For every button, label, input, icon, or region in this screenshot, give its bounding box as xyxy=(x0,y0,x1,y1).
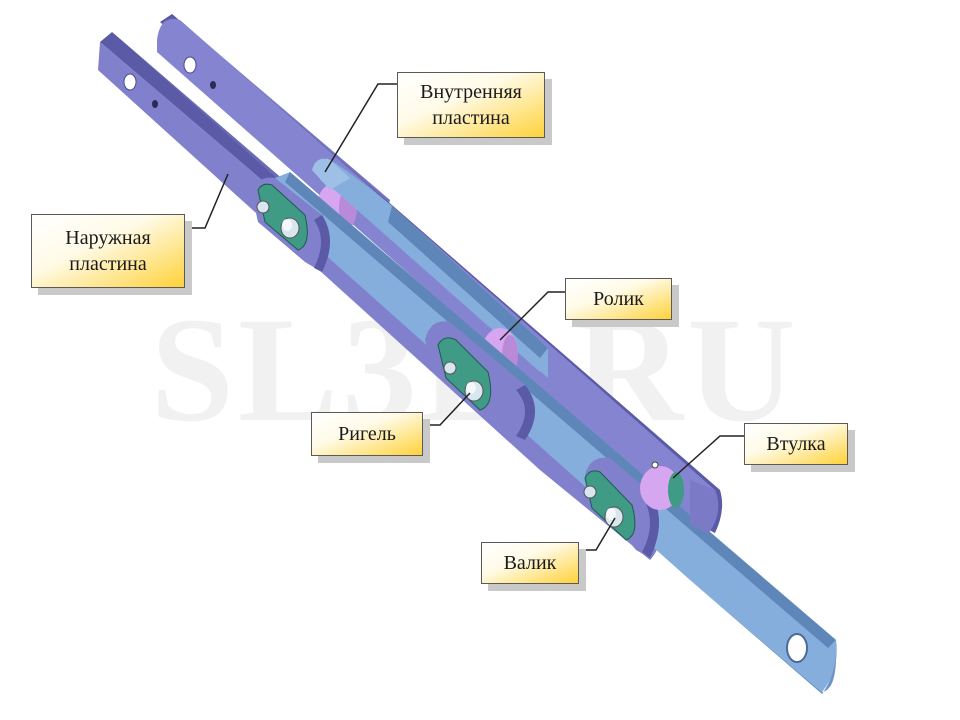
label-pin: Валик xyxy=(481,542,579,584)
crossbar-2 xyxy=(437,337,492,411)
label-inner-plate: Внутренняя пластина xyxy=(397,72,545,138)
crossbar-3 xyxy=(583,470,636,541)
label-crossbar: Ригель xyxy=(311,412,423,456)
leader-roller xyxy=(499,291,565,341)
inner-plate-upper xyxy=(312,158,548,378)
leader-pin xyxy=(580,517,616,551)
label-bushing: Втулка xyxy=(744,423,848,465)
leader-lines xyxy=(185,83,745,551)
crossbar-1 xyxy=(256,183,308,251)
leader-outer-plate xyxy=(185,173,229,229)
leader-bushing xyxy=(672,435,745,479)
inner-plate-lower xyxy=(275,172,837,694)
label-roller: Ролик xyxy=(565,278,672,320)
leader-inner-plate xyxy=(324,83,397,173)
back-link-end xyxy=(640,461,719,534)
leader-crossbar xyxy=(423,392,471,426)
label-outer-plate: Наружная пластина xyxy=(31,214,185,288)
